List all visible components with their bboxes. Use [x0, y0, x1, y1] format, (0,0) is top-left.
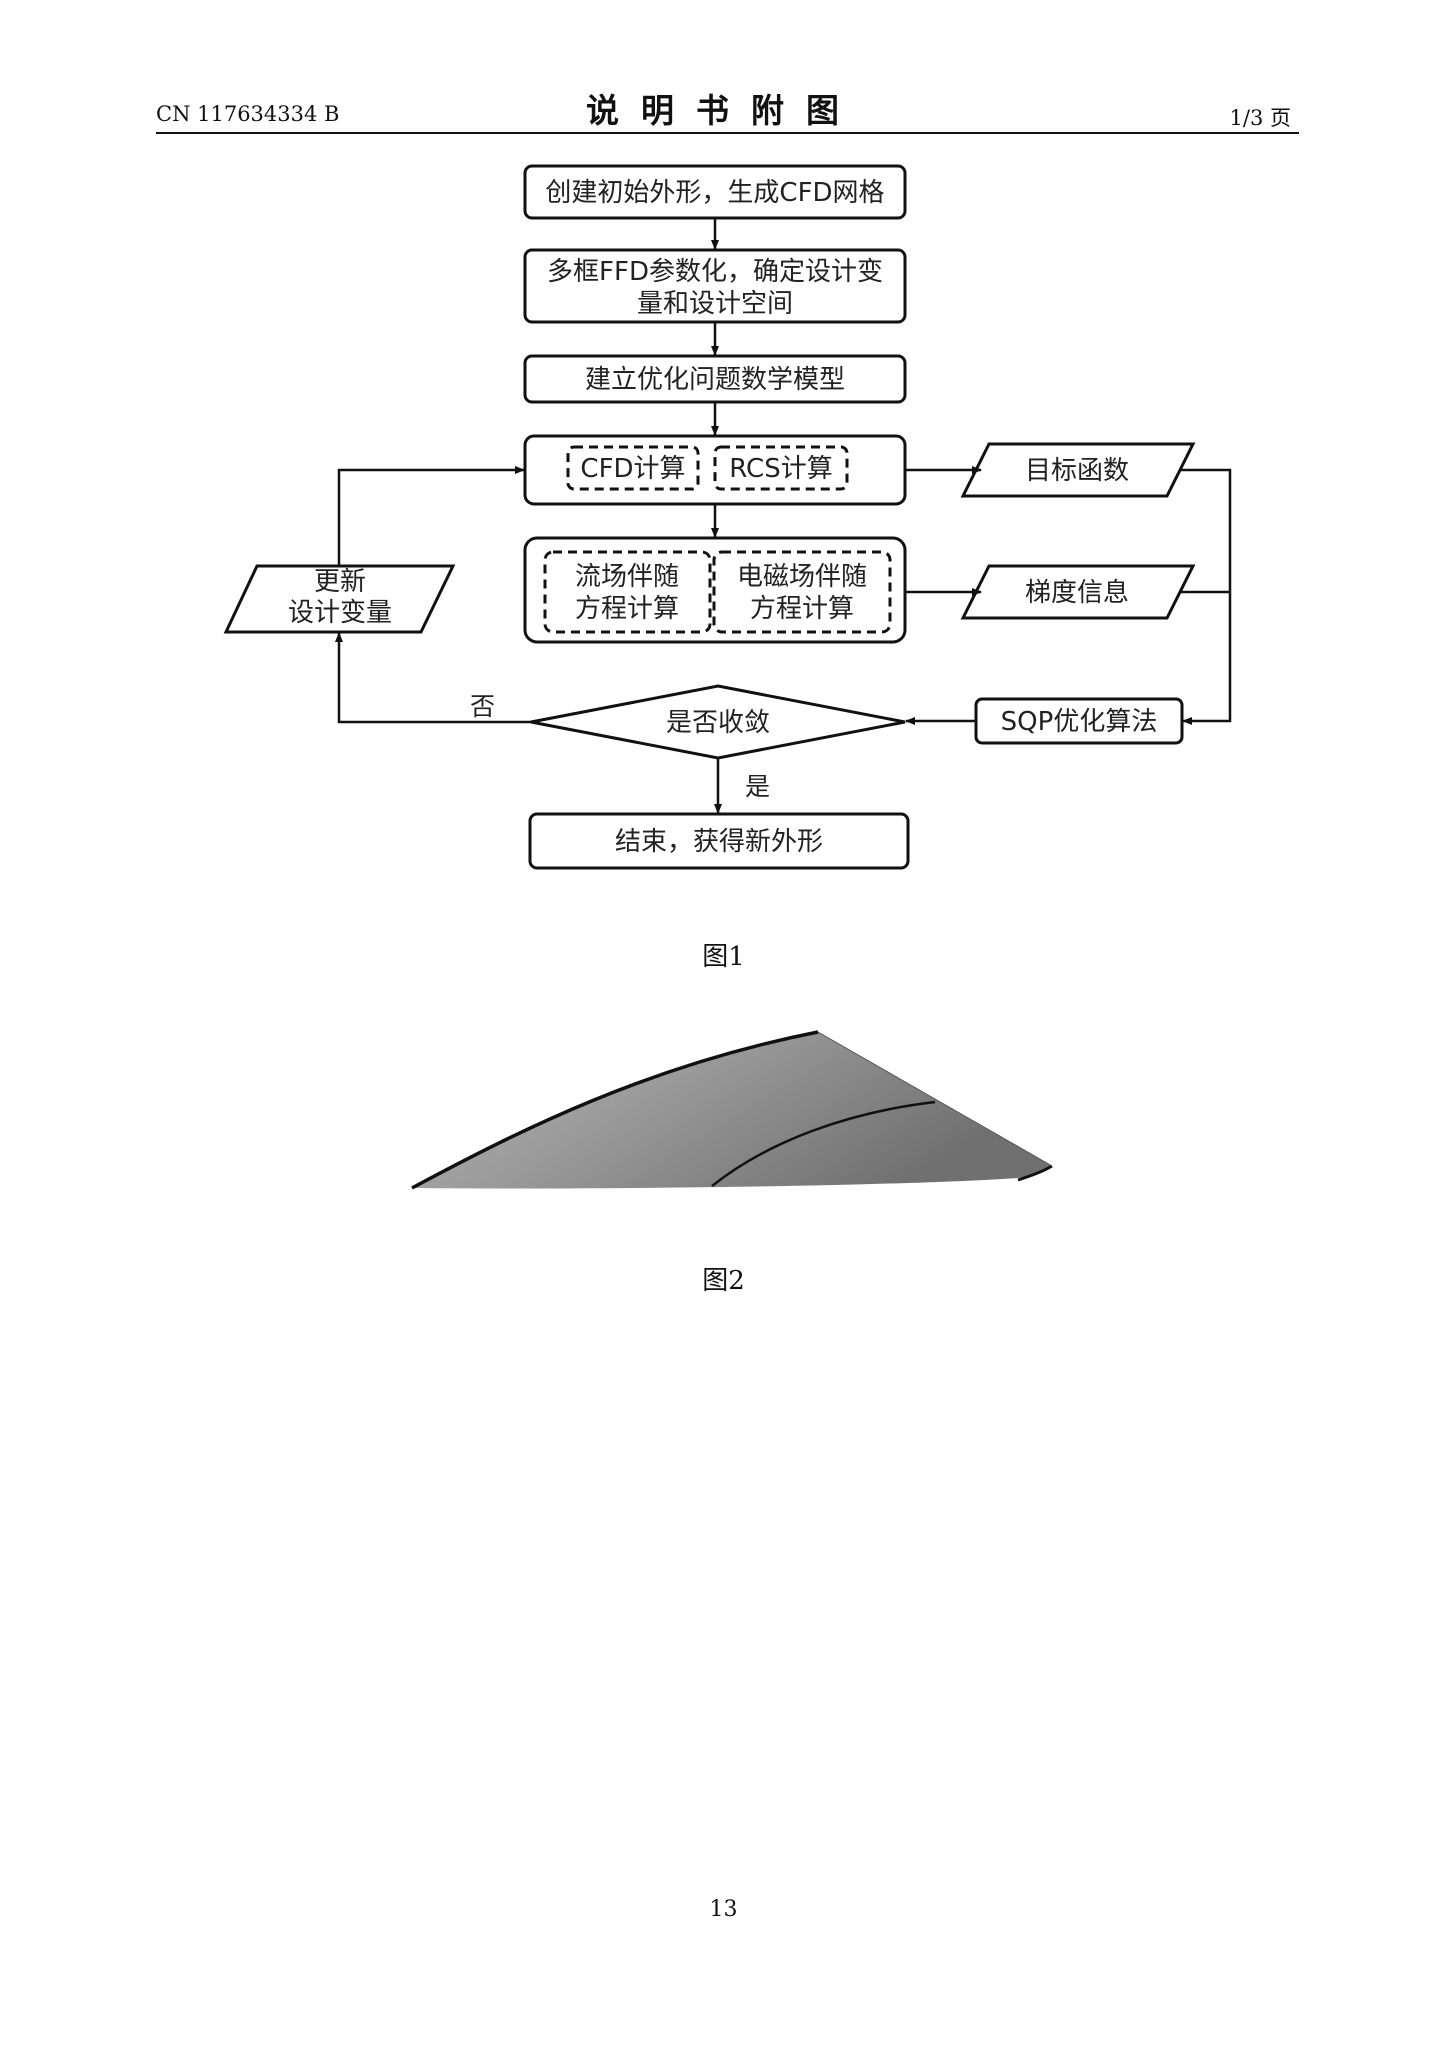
step1-text: 创建初始外形，生成CFD网格 — [545, 178, 884, 208]
update-text-line1: 更新 — [314, 567, 366, 597]
em-adjoint-box — [712, 550, 892, 634]
update-text-line2: 设计变量 — [288, 598, 392, 628]
step2-text-line2: 量和设计空间 — [637, 289, 793, 319]
gradient-text: 梯度信息 — [1025, 578, 1129, 608]
adjoint-box — [523, 536, 907, 644]
header-rule — [156, 132, 1299, 134]
wing-surface — [412, 1032, 1052, 1189]
end-box — [528, 812, 910, 870]
flow-adjoint-text-line2: 方程计算 — [575, 594, 679, 624]
wing-outline-top — [817, 1031, 1053, 1167]
page-indicator: 1/3 页 — [1229, 106, 1291, 130]
yes-label: 是 — [745, 772, 770, 801]
no-label: 否 — [470, 692, 495, 721]
cfd-calc-box — [566, 445, 700, 491]
rcs-calc-box — [713, 445, 849, 491]
arrow-to-sqp — [1180, 468, 1232, 725]
figure2-wing-surface — [411, 1030, 1053, 1190]
figure2-caption: 图2 — [702, 1266, 745, 1296]
wing-leading-edge — [411, 1030, 819, 1190]
wing-section-line — [711, 1100, 936, 1187]
patent-number: CN 117634334 B — [156, 102, 340, 126]
step2-text-line1: 多框FFD参数化，确定设计变 — [547, 257, 883, 287]
em-adjoint-text-line2: 方程计算 — [750, 594, 854, 624]
arrow-no-update — [335, 632, 531, 724]
update-parallelogram — [223, 564, 456, 634]
end-text: 结束，获得新外形 — [615, 827, 823, 857]
arrow-update-loop — [337, 466, 525, 566]
wing-trailing-edge — [1017, 1164, 1053, 1182]
figure1-flowchart: 创建初始外形，生成CFD网格 多框FFD参数化，确定设计变 量和设计空间 建立优… — [223, 164, 1232, 870]
cfd-calc-text: CFD计算 — [580, 454, 685, 484]
objective-parallelogram — [960, 442, 1196, 498]
step3-text: 建立优化问题数学模型 — [585, 365, 845, 395]
objective-text: 目标函数 — [1025, 456, 1129, 486]
rcs-calc-text: RCS计算 — [729, 454, 832, 484]
converge-text: 是否收敛 — [666, 708, 770, 738]
em-adjoint-text-line1: 电磁场伴随 — [737, 562, 867, 592]
page-number: 13 — [709, 1897, 738, 1922]
figure1-caption: 图1 — [702, 942, 745, 972]
page-title: 说明书附图 — [586, 91, 861, 130]
flow-adjoint-text-line1: 流场伴随 — [575, 562, 679, 592]
gradient-parallelogram — [960, 564, 1196, 620]
sqp-text: SQP优化算法 — [1001, 707, 1158, 737]
